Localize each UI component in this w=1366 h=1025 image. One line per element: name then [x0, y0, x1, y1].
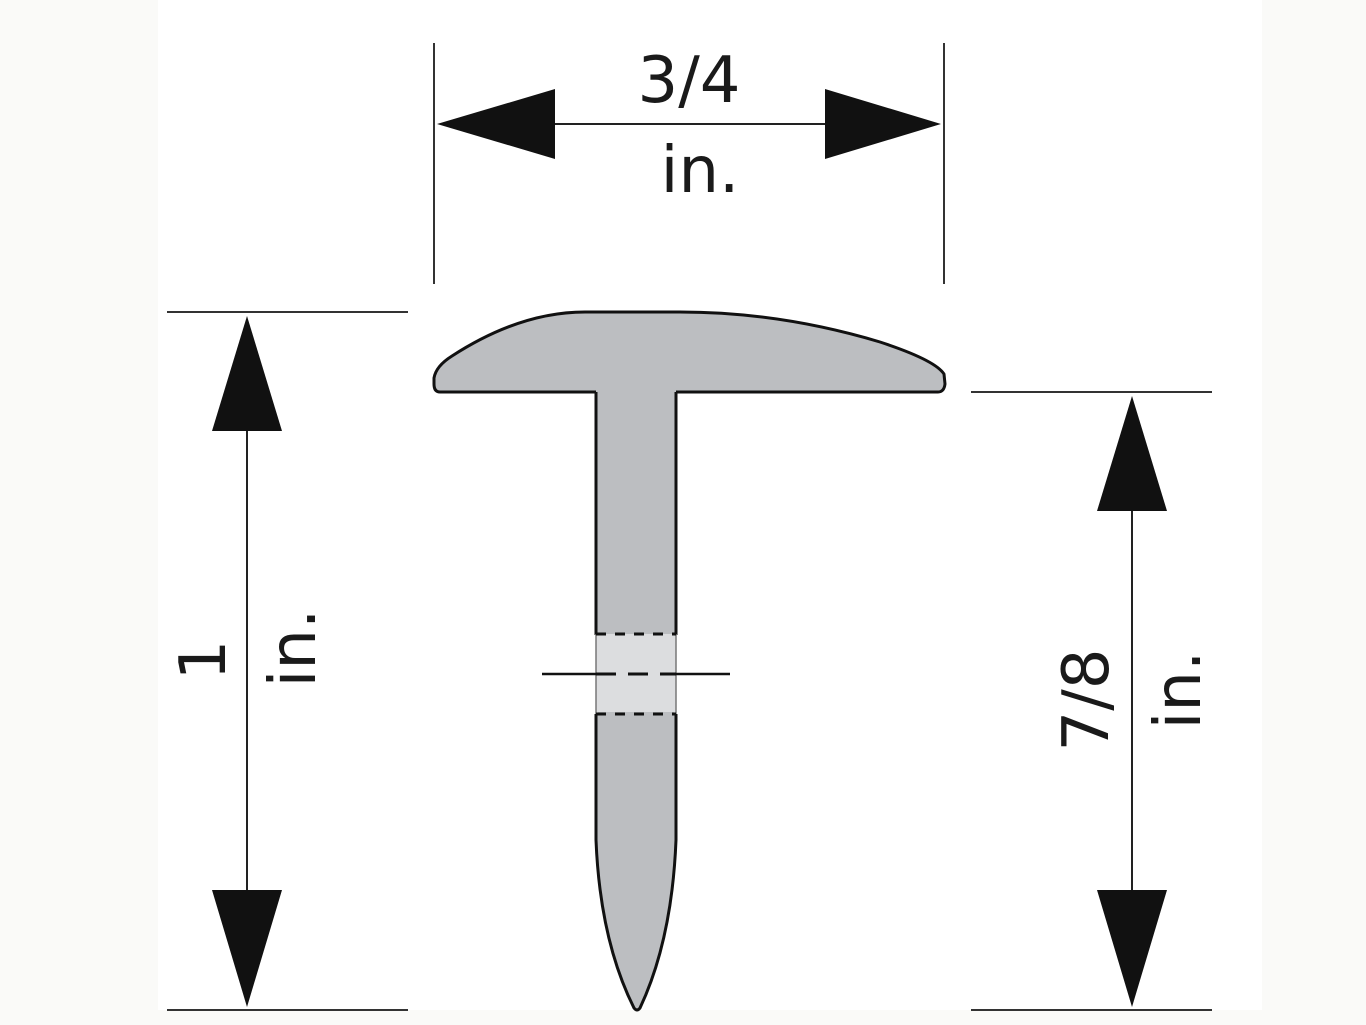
diagram-panel [158, 0, 1262, 1010]
total-height-dimension: 1 in. [167, 311, 408, 1011]
profile-stem-upper [596, 390, 676, 635]
profile-stem-lower [594, 714, 678, 1012]
width-value: 3/4 [638, 44, 741, 118]
profile-body [442, 392, 600, 995]
total-height-unit: in. [257, 609, 331, 688]
stem-height-dimension: 7/8 in. [971, 391, 1216, 1011]
width-unit: in. [661, 134, 740, 208]
arrow-right-icon [825, 89, 941, 159]
arrow-down-icon [212, 890, 282, 1007]
arrow-down-icon [1097, 890, 1167, 1007]
stem-height-unit: in. [1142, 651, 1216, 730]
profile-cap [432, 310, 947, 394]
arrow-up-icon [1097, 396, 1167, 511]
total-height-value: 1 [167, 640, 241, 681]
width-dimension: 3/4 in. [433, 43, 945, 284]
t-molding-profile [432, 310, 947, 1012]
cap-stem-junction [598, 388, 674, 396]
arrow-left-icon [437, 89, 555, 159]
stem-height-value: 7/8 [1050, 649, 1124, 752]
arrow-up-icon [212, 316, 282, 431]
